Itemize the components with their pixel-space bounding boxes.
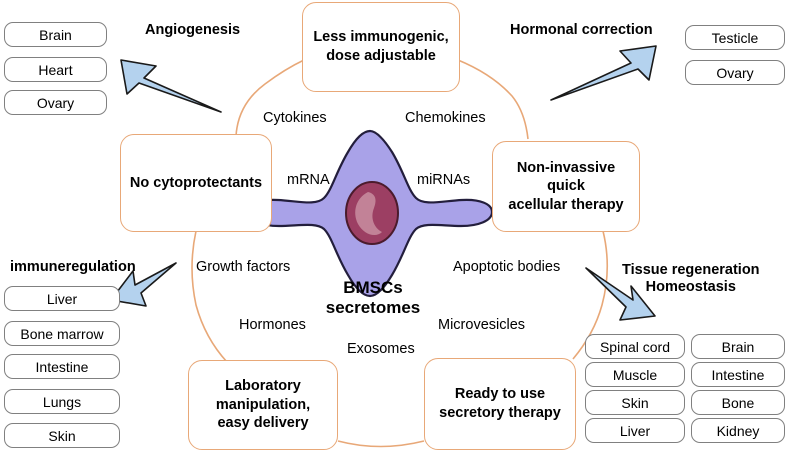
ring-label-microvesicles: Microvesicles [438, 317, 526, 333]
center-caption: BMSCs secretomes [318, 278, 428, 318]
ring-label-apoptotic-bodies: Apoptotic bodies [453, 259, 561, 275]
section-title-line: Homeostasis [645, 279, 736, 296]
feature-line: dose adjustable [326, 48, 436, 64]
organ-pill-intestine-right[interactable]: Intestine [691, 362, 785, 387]
organ-pill-brain-right[interactable]: Brain [691, 334, 785, 359]
feature-line: Less immunogenic, [313, 29, 449, 46]
organ-pill-testicle[interactable]: Testicle [685, 25, 785, 50]
section-title-hormonal-correction: Hormonal correction [510, 22, 653, 39]
feature-box-less-immunogenic[interactable]: Less immunogenic, dose adjustable [302, 2, 460, 92]
section-title-line: immuneregulation [10, 259, 136, 275]
section-title-line: Hormonal correction [510, 22, 653, 38]
hormonal-correction-arrow [550, 45, 657, 101]
feature-line: easy delivery [217, 415, 309, 432]
organ-pill-ovary[interactable]: Ovary [4, 90, 107, 115]
feature-line: Non-invassive quick [516, 159, 616, 195]
feature-box-non-invasive-therapy[interactable]: Non-invassive quick acellular therapy [492, 141, 640, 232]
organ-pill-brain[interactable]: Brain [4, 22, 107, 47]
organ-pill-spinal-cord[interactable]: Spinal cord [585, 334, 685, 359]
cell-nucleus [345, 181, 399, 245]
organ-pill-ovary-right[interactable]: Ovary [685, 60, 785, 85]
organ-pill-liver[interactable]: Liver [4, 286, 120, 311]
feature-box-ready-to-use-therapy[interactable]: Ready to use secretory therapy [424, 358, 576, 450]
ring-label-growth-factors: Growth factors [196, 259, 291, 275]
section-title-angiogenesis: Angiogenesis [145, 22, 240, 39]
feature-box-laboratory-manipulation[interactable]: Laboratory manipulation, easy delivery [188, 360, 338, 450]
feature-line: manipulation, [215, 396, 311, 413]
organ-pill-heart[interactable]: Heart [4, 57, 107, 82]
organ-pill-kidney[interactable]: Kidney [691, 418, 785, 443]
organ-pill-skin[interactable]: Skin [4, 423, 120, 448]
organ-pill-intestine[interactable]: Intestine [4, 354, 120, 379]
ring-label-exosomes: Exosomes [347, 341, 415, 357]
ring-label-cytokines: Cytokines [263, 110, 327, 126]
feature-box-no-cytoprotectants[interactable]: No cytoprotectants [120, 134, 272, 232]
feature-line: Laboratory [225, 378, 301, 395]
feature-line: No cytoprotectants [129, 174, 263, 191]
feature-line: acellular therapy [508, 196, 624, 213]
organ-pill-bone-marrow[interactable]: Bone marrow [4, 321, 120, 346]
organ-pill-liver-right[interactable]: Liver [585, 418, 685, 443]
organ-pill-muscle[interactable]: Muscle [585, 362, 685, 387]
section-title-line: Tissue regeneration [622, 262, 760, 278]
feature-line: Ready to use [454, 386, 546, 403]
organ-pill-skin-right[interactable]: Skin [585, 390, 685, 415]
ring-label-chemokines: Chemokines [405, 110, 486, 126]
section-title-line: Angiogenesis [145, 22, 241, 38]
section-title-immuneregulation: immuneregulation [10, 259, 136, 276]
angiogenesis-arrow [120, 59, 222, 113]
feature-line: secretory therapy [439, 405, 561, 421]
center-caption-line2: secretomes [325, 298, 421, 318]
organ-pill-bone[interactable]: Bone [691, 390, 785, 415]
ring-label-mrna: mRNA [287, 172, 330, 188]
ring-label-hormones: Hormones [239, 317, 306, 333]
center-caption-line1: BMSCs [343, 278, 403, 297]
section-title-tissue-regeneration: Tissue regeneration Homeostasis [622, 262, 760, 297]
ring-label-mirnas: miRNAs [417, 172, 471, 188]
organ-pill-lungs[interactable]: Lungs [4, 389, 120, 414]
